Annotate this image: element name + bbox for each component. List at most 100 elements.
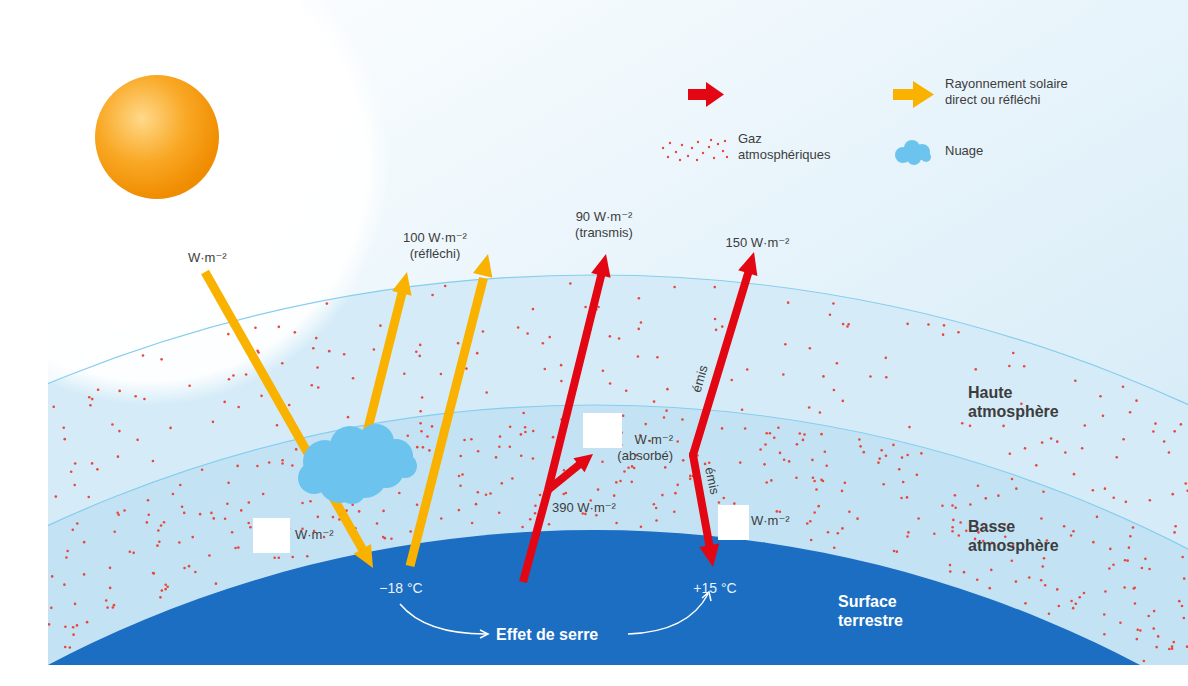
gas-dot	[787, 301, 790, 304]
gas-dot	[1152, 430, 1155, 433]
arrow-head	[473, 254, 492, 278]
gas-dot	[312, 347, 315, 350]
gas-dot	[560, 380, 563, 383]
gas-dot	[741, 409, 744, 412]
gas-dot	[763, 463, 766, 466]
gas-dot	[682, 459, 685, 462]
gas-dot	[1178, 600, 1181, 603]
gas-dot	[463, 439, 466, 442]
gas-dot	[291, 556, 294, 559]
gas-dot	[552, 436, 555, 439]
gas-dot	[529, 518, 532, 521]
gas-dot	[317, 516, 320, 519]
gas-dot	[332, 516, 335, 519]
gas-dot	[759, 448, 762, 451]
gas-dot	[166, 585, 169, 588]
gas-dot	[1023, 365, 1026, 368]
gas-dot	[827, 531, 830, 534]
gas-dot	[976, 578, 979, 581]
gas-dot	[1070, 534, 1073, 537]
gas-dot	[256, 350, 259, 353]
gas-dot	[837, 532, 840, 535]
blank-box	[253, 518, 290, 553]
gas-dot	[1078, 596, 1081, 599]
gas-dot	[822, 375, 825, 378]
gas-dot	[1073, 473, 1076, 476]
gas-dot	[517, 326, 520, 329]
gas-dot	[1043, 557, 1046, 560]
gas-dot	[765, 481, 768, 484]
gas-dot	[708, 461, 711, 464]
gas-dot	[1183, 577, 1186, 580]
incoming-arrow	[205, 272, 364, 552]
gas-dot	[908, 426, 911, 429]
gas-dot	[1024, 447, 1027, 450]
atmosphere-band-label: Haute atmosphère	[968, 383, 1088, 421]
gas-dot	[906, 535, 909, 538]
gas-dot	[178, 541, 181, 544]
gas-dot	[142, 354, 145, 357]
gas-dot	[309, 500, 312, 503]
gas-dot	[796, 443, 799, 446]
gas-dot	[134, 395, 137, 398]
gas-dot	[1180, 423, 1183, 426]
gas-dot	[813, 511, 816, 514]
gas-dot	[1002, 425, 1005, 428]
gas-dot	[63, 438, 66, 441]
gas-dot	[959, 521, 962, 524]
gas-dot	[1040, 517, 1043, 520]
gas-dot	[954, 506, 957, 509]
gas-dot	[1119, 621, 1122, 624]
gas-dot	[495, 456, 498, 459]
gas-dot	[1181, 556, 1184, 559]
gas-dot	[465, 367, 468, 370]
curved-arrow	[628, 594, 708, 634]
gas-dot	[306, 555, 309, 558]
legend-text: Rayonnement solaire direct ou réfléchi	[945, 76, 1068, 107]
gas-dot	[655, 507, 658, 510]
gas-dot	[421, 396, 424, 399]
gas-dot	[160, 524, 163, 527]
gas-dot	[1149, 499, 1152, 502]
gas-dot	[733, 502, 736, 505]
gas-dot	[901, 456, 904, 459]
gas-dot	[765, 432, 768, 435]
gas-dot	[499, 435, 502, 438]
gas-dot	[544, 368, 547, 371]
legend-yellow-arrow	[913, 81, 934, 108]
gas-dot	[224, 517, 227, 520]
gas-dot	[256, 465, 259, 468]
gas-dot	[249, 526, 252, 529]
gas-dot	[661, 494, 664, 497]
reflected-arrow	[365, 291, 403, 440]
gas-dot	[419, 422, 422, 425]
gas-dot	[631, 465, 634, 468]
flux-value: W·m⁻²	[295, 527, 365, 543]
gas-dot	[681, 418, 684, 421]
gas-dot	[524, 431, 527, 434]
gas-dot	[969, 425, 972, 428]
gas-dot	[884, 357, 887, 360]
gas-dot	[1171, 493, 1174, 496]
gas-dot	[382, 510, 385, 513]
gas-dot	[859, 445, 862, 448]
gas-dot	[416, 446, 419, 449]
gas-dot	[416, 504, 419, 507]
gas-dot	[236, 465, 239, 468]
gas-dot	[542, 342, 545, 345]
gas-dot	[129, 550, 132, 553]
legend-gas-dots	[662, 139, 728, 161]
band-name: Surface terrestre	[838, 592, 938, 630]
gas-dot	[444, 285, 447, 288]
gas-dot	[459, 455, 462, 458]
arrow-head	[573, 454, 593, 472]
gas-dot	[398, 492, 401, 495]
gas-dot	[951, 530, 954, 533]
gas-dot	[418, 355, 421, 358]
process-label: Effet de serre	[496, 625, 636, 644]
gas-dot	[770, 479, 773, 482]
gas-dot	[245, 373, 248, 376]
gas-dot	[836, 362, 839, 365]
gas-dot	[158, 540, 161, 543]
gas-dot	[638, 297, 641, 300]
